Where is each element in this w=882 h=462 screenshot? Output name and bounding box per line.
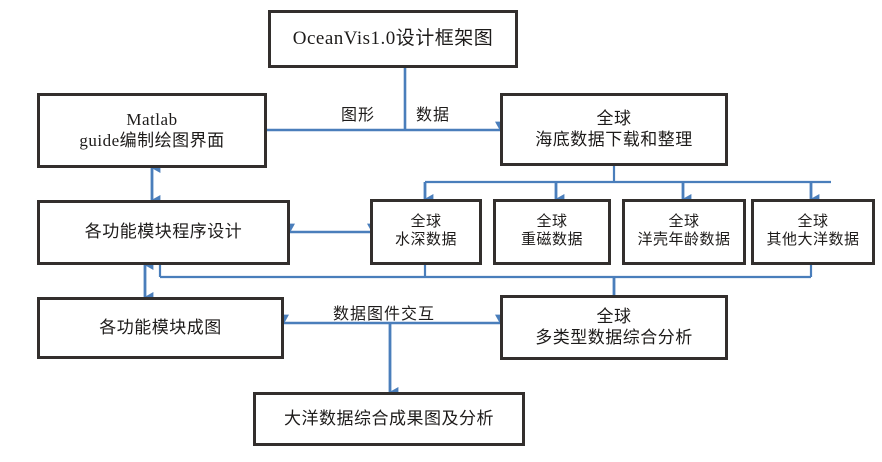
node-seafloor-data[interactable]: 全球 海底数据下载和整理 (500, 93, 728, 166)
node-title[interactable]: OceanVis1.0设计框架图 (268, 10, 518, 68)
node-matlab-gui-label: Matlab guide编制绘图界面 (79, 110, 225, 150)
node-module-design[interactable]: 各功能模块程序设计 (37, 200, 290, 265)
edge-label-interaction: 数据图件交互 (333, 306, 436, 323)
node-other-ocean-data[interactable]: 全球 其他大洋数据 (751, 199, 875, 265)
edge-label-data: 数据 (416, 107, 451, 124)
node-final-result-label: 大洋数据综合成果图及分析 (284, 408, 494, 428)
node-module-plots[interactable]: 各功能模块成图 (37, 297, 284, 359)
edge-label-graphics: 图形 (341, 107, 376, 124)
node-module-design-label: 各功能模块程序设计 (84, 222, 243, 242)
node-title-label: OceanVis1.0设计框架图 (292, 27, 494, 49)
node-gravity-magnetic-data[interactable]: 全球 重磁数据 (493, 199, 611, 265)
node-gravity-magnetic-data-label: 全球 重磁数据 (520, 214, 583, 248)
node-bathymetry-data[interactable]: 全球 水深数据 (370, 199, 482, 265)
node-final-result[interactable]: 大洋数据综合成果图及分析 (253, 392, 525, 446)
node-multitype-analysis-label: 全球 多类型数据综合分析 (535, 307, 693, 347)
node-multitype-analysis[interactable]: 全球 多类型数据综合分析 (500, 295, 728, 360)
node-seafloor-data-label: 全球 海底数据下载和整理 (535, 109, 693, 149)
node-crust-age-data-label: 全球 洋壳年龄数据 (637, 214, 731, 248)
node-module-plots-label: 各功能模块成图 (99, 317, 222, 337)
node-crust-age-data[interactable]: 全球 洋壳年龄数据 (622, 199, 746, 265)
node-other-ocean-data-label: 全球 其他大洋数据 (766, 214, 860, 248)
node-matlab-gui[interactable]: Matlab guide编制绘图界面 (37, 93, 267, 168)
node-bathymetry-data-label: 全球 水深数据 (394, 214, 457, 248)
